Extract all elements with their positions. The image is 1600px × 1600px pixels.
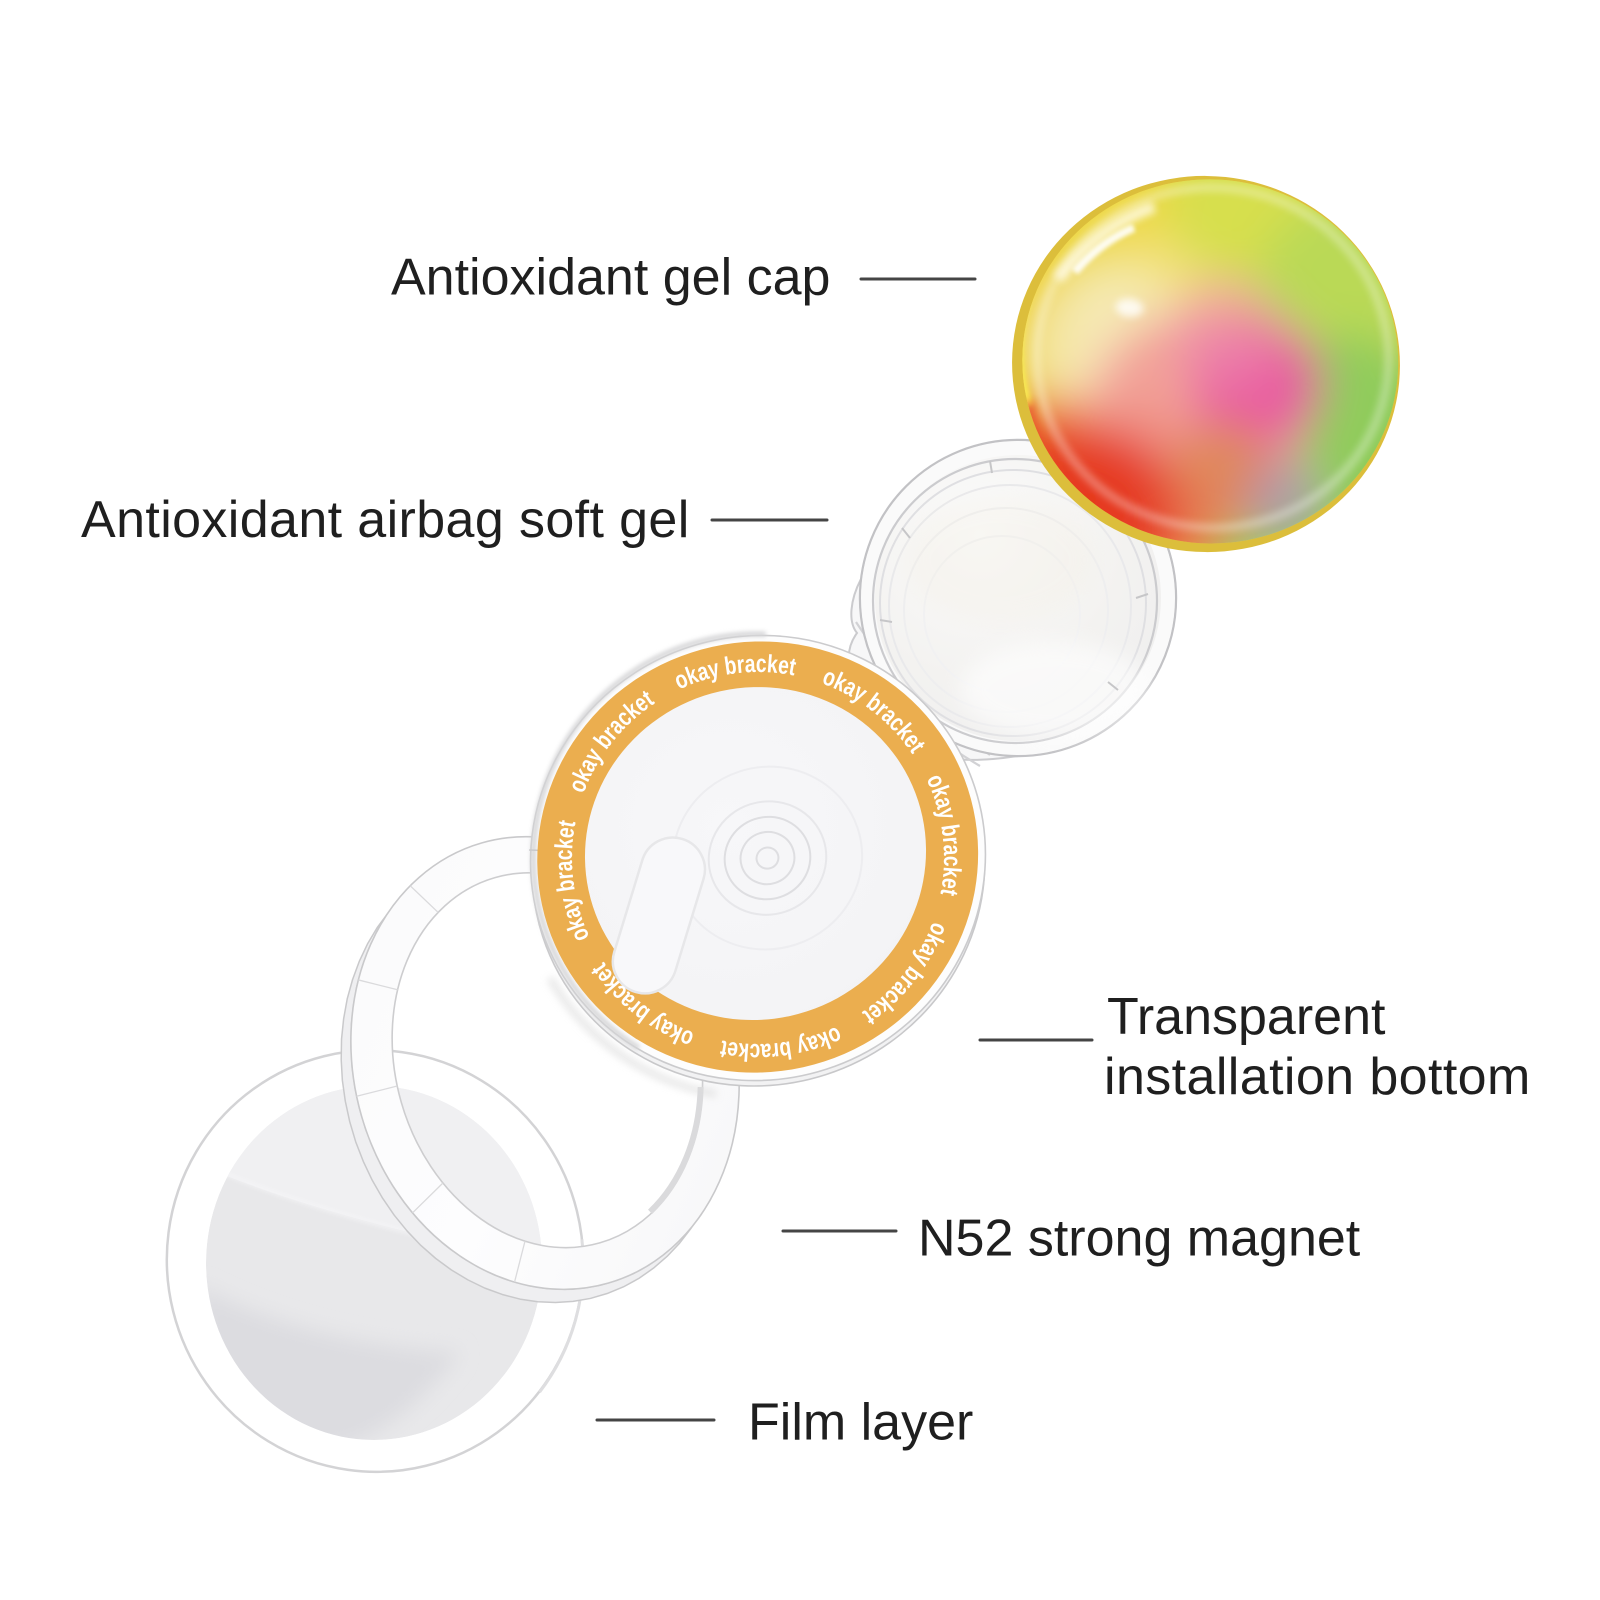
svg-text:N52 strong magnet: N52 strong magnet bbox=[918, 1210, 1361, 1268]
svg-text:installation bottom: installation bottom bbox=[1104, 1048, 1531, 1106]
svg-text:Film layer: Film layer bbox=[748, 1394, 973, 1452]
svg-text:Antioxidant gel cap: Antioxidant gel cap bbox=[391, 249, 830, 307]
svg-text:Antioxidant airbag soft gel: Antioxidant airbag soft gel bbox=[81, 491, 690, 549]
svg-text:Transparent: Transparent bbox=[1107, 988, 1386, 1046]
